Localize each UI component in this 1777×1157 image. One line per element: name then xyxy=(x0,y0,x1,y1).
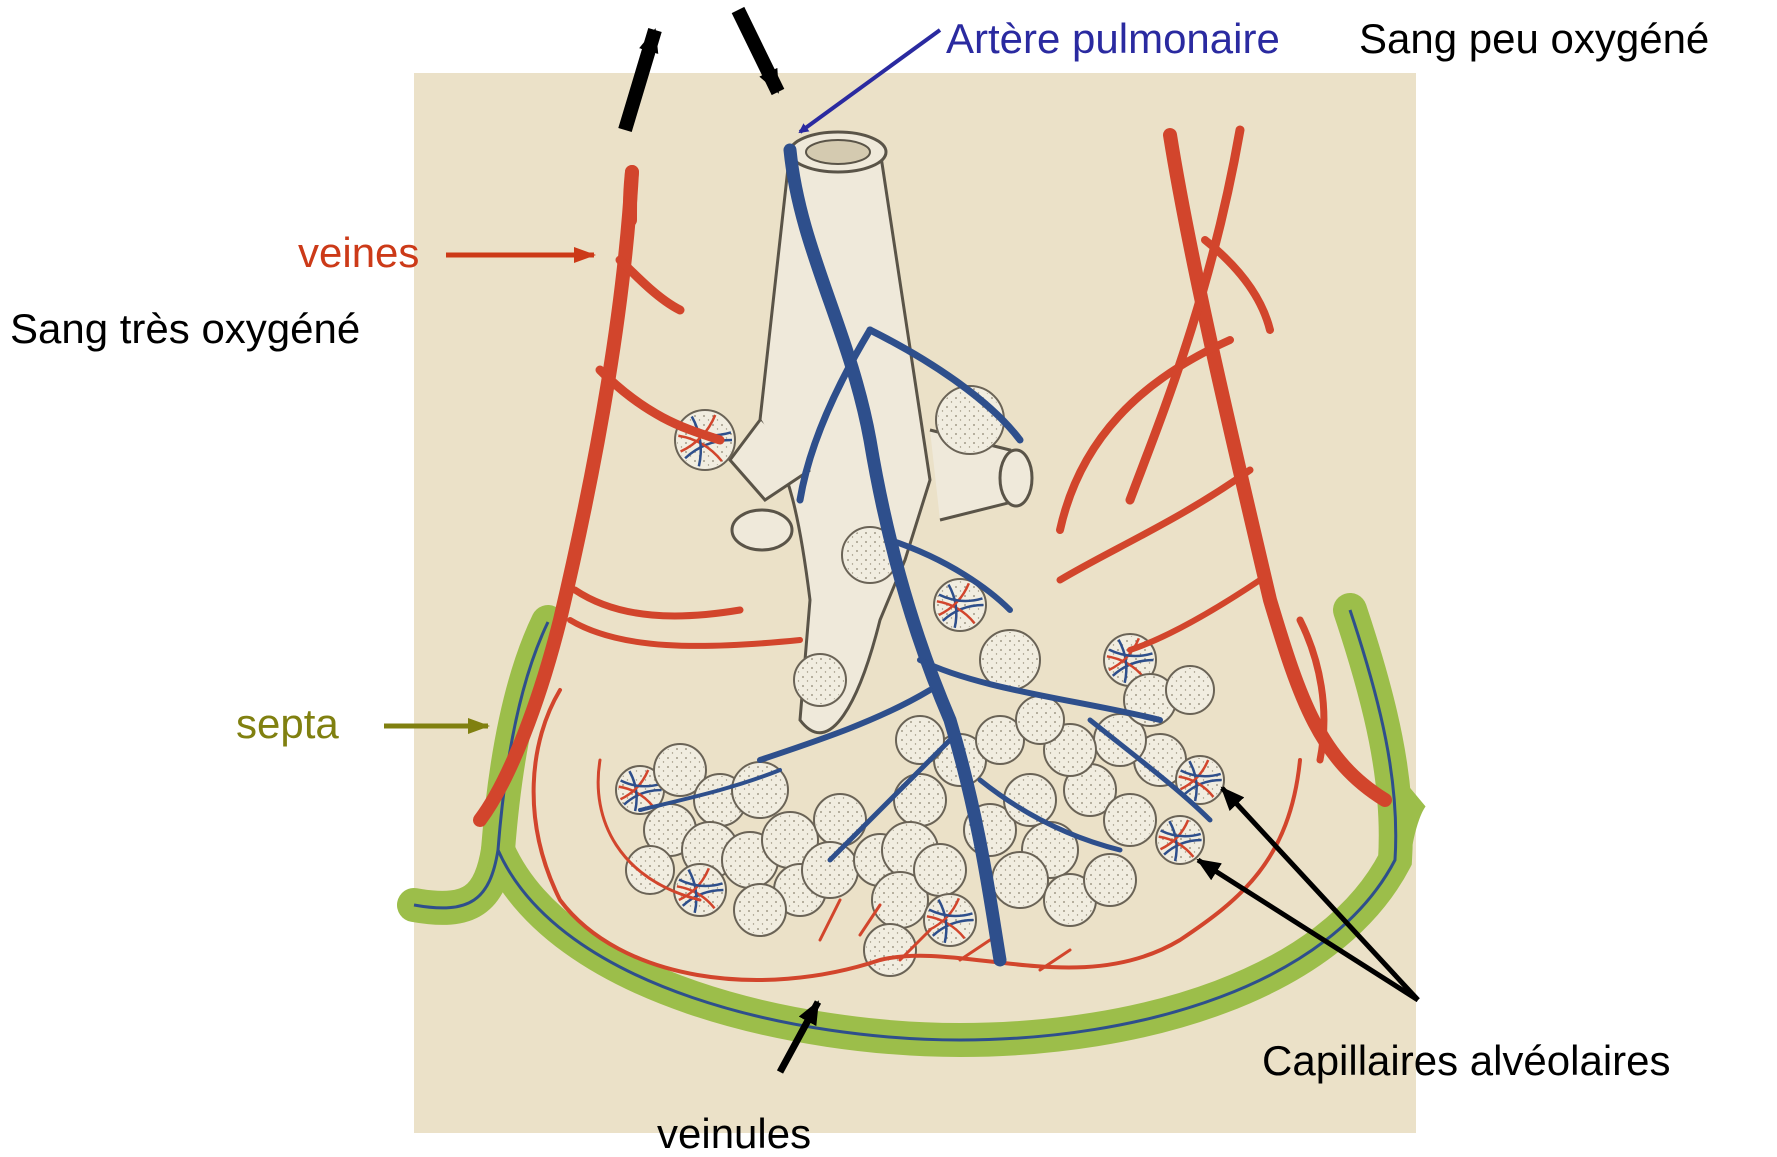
label-sang-peu-oxygene: Sang peu oxygéné xyxy=(1359,18,1709,60)
alveolus-texture xyxy=(938,388,1002,452)
alveolus-texture xyxy=(1106,796,1154,844)
alveolus-texture xyxy=(866,926,914,974)
alveolus-texture xyxy=(994,854,1046,906)
label-capillaires-alveolaires: Capillaires alvéolaires xyxy=(1262,1040,1671,1082)
alveolus-texture xyxy=(736,886,784,934)
alveolus-texture xyxy=(896,776,944,824)
alveolus-texture xyxy=(816,796,864,844)
alveolus-texture xyxy=(628,848,672,892)
label-septa: septa xyxy=(236,703,339,745)
alveolus-texture xyxy=(978,718,1022,762)
alveolus-texture xyxy=(1086,856,1134,904)
alveolus-texture xyxy=(796,656,844,704)
label-sang-tres-oxygene: Sang très oxygéné xyxy=(10,308,360,350)
alveolus-texture xyxy=(1168,668,1212,712)
alveolus-texture xyxy=(982,632,1038,688)
label-artere-pulmonaire: Artère pulmonaire xyxy=(946,18,1280,60)
alveolus-texture xyxy=(916,846,964,894)
label-veines: veines xyxy=(298,232,419,274)
alveolus-texture xyxy=(804,844,856,896)
alveolus-texture xyxy=(1018,698,1062,742)
